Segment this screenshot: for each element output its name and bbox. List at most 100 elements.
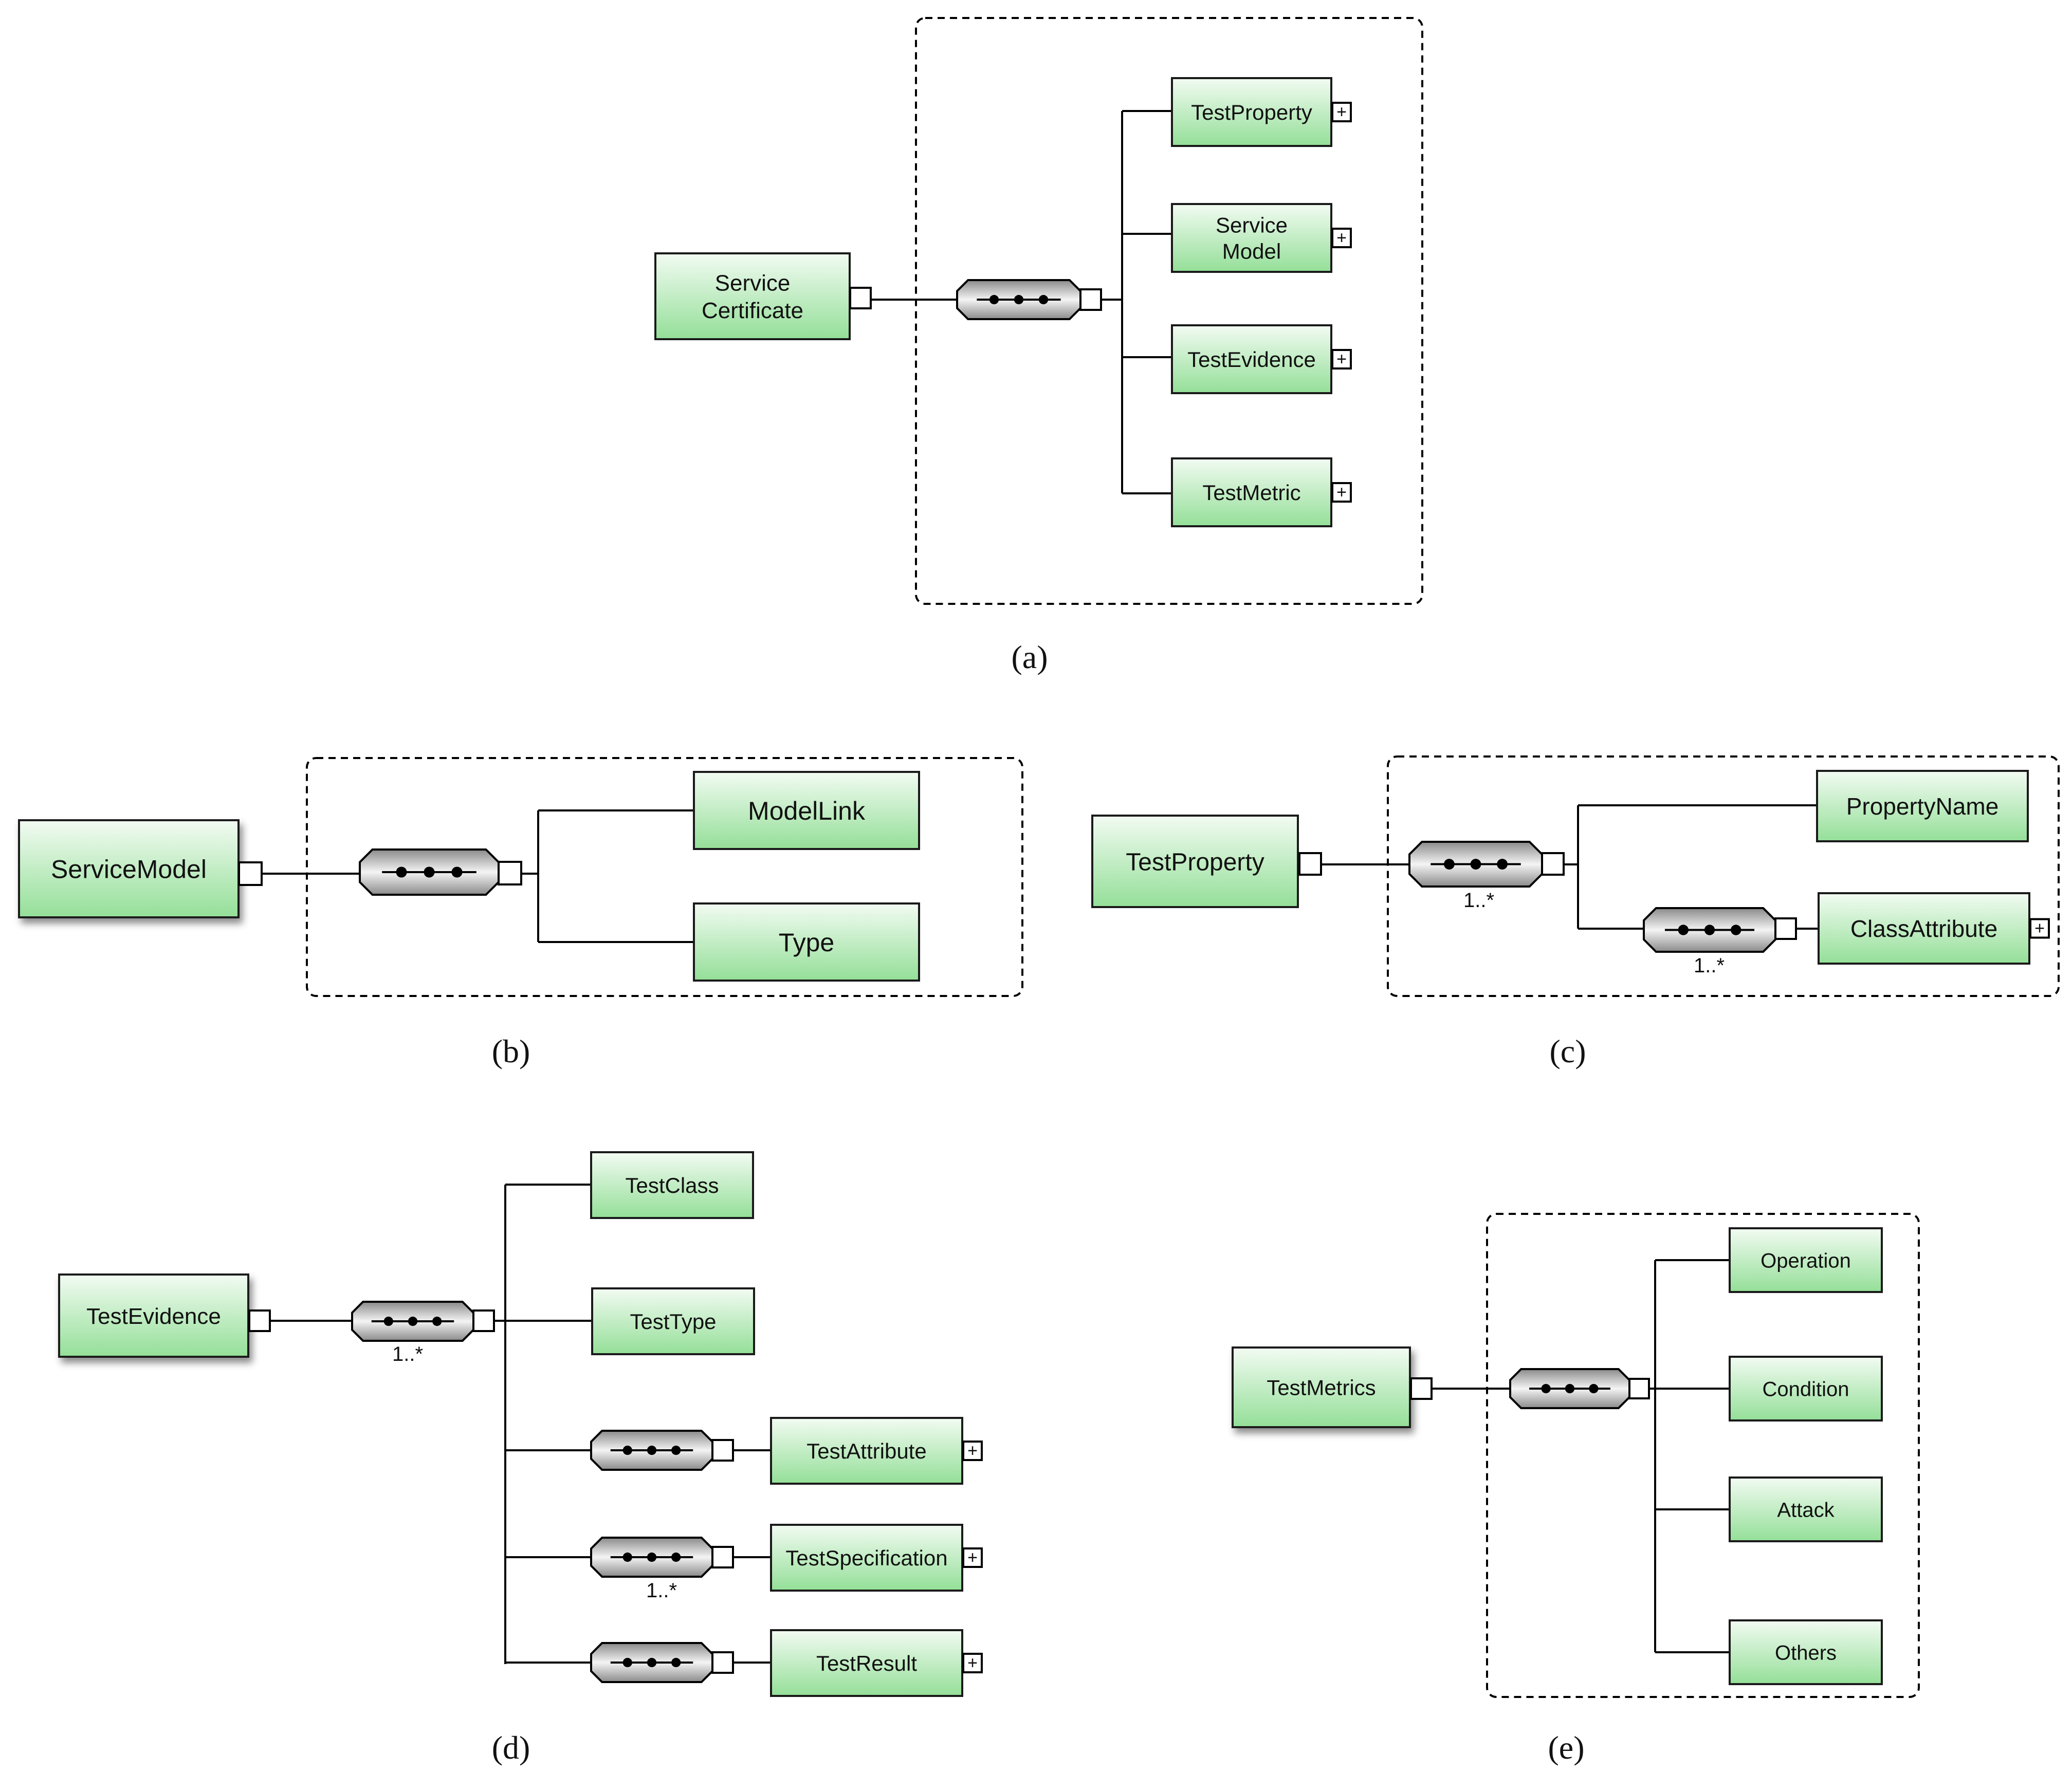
sequence-dot	[1589, 1383, 1599, 1394]
expand-icon-glyph: +	[967, 1653, 978, 1673]
expand-icon-glyph: +	[1336, 483, 1347, 502]
element-label: Certificate	[702, 298, 803, 323]
sequence-dot	[432, 1316, 442, 1326]
panel-e-child-3: Others	[1729, 1619, 1883, 1685]
expand-icon	[1331, 102, 1352, 122]
panel-c-caption: (c)	[1549, 1033, 1586, 1069]
panel-e-child-2: Attack	[1729, 1476, 1883, 1542]
sequence-dot	[383, 1316, 393, 1326]
panel-b-root-element: ServiceModel	[18, 819, 240, 918]
panel-d-child-3: TestSpecification	[770, 1524, 963, 1592]
panel-e-sequence-port	[1628, 1378, 1650, 1399]
element-box	[1729, 1227, 1883, 1293]
panel-e-root-port	[1410, 1377, 1433, 1400]
element-box	[591, 1287, 755, 1355]
sequence-dot	[424, 866, 435, 878]
element-label: Type	[779, 928, 834, 957]
panel-a-root-port	[849, 287, 872, 309]
element-box	[1729, 1476, 1883, 1542]
element-label: TestMetric	[1202, 481, 1300, 505]
panel-a-child-1: ServiceModel	[1171, 203, 1332, 273]
sequence-dot	[1014, 294, 1024, 305]
expand-icon-glyph: +	[1336, 228, 1347, 248]
panel-a-caption: (a)	[1011, 639, 1048, 675]
panel-d-child-4: TestResult	[770, 1629, 963, 1697]
panel-c-content-group	[1387, 755, 2060, 997]
expand-icon	[962, 1441, 983, 1461]
element-box	[18, 819, 240, 918]
element-label: TestClass	[625, 1173, 719, 1197]
sequence-dot	[1038, 294, 1049, 305]
panel-d-child-1: TestType	[591, 1287, 755, 1355]
expand-icon	[2029, 918, 2050, 939]
panel-d-child-0: TestClass	[590, 1151, 754, 1219]
element-box	[1232, 1346, 1411, 1428]
panel-c-child-1: ClassAttribute	[1818, 892, 2030, 965]
element-box	[770, 1417, 963, 1485]
element-label: TestSpecification	[785, 1546, 947, 1570]
element-box	[1171, 203, 1332, 273]
sequence-dot	[622, 1552, 632, 1562]
panel-e-child-0: Operation	[1729, 1227, 1883, 1293]
element-label: PropertyName	[1846, 793, 1999, 820]
sequence-dot	[408, 1316, 418, 1326]
panel-c-inner-sequence	[1643, 907, 1776, 953]
panel-d-child-2-sequence	[590, 1430, 713, 1471]
panel-b-child-0: ModelLink	[693, 771, 920, 850]
element-box	[1816, 770, 2029, 842]
sequence-dot	[989, 294, 999, 305]
element-label: Condition	[1762, 1378, 1849, 1400]
panel-d-child-2: TestAttribute	[770, 1417, 963, 1485]
expand-icon-glyph: +	[967, 1441, 978, 1461]
element-label: TestResult	[816, 1651, 917, 1675]
expand-icon	[962, 1547, 983, 1568]
expand-icon-glyph: +	[967, 1548, 978, 1567]
element-box	[1171, 457, 1332, 527]
expand-icon	[1331, 349, 1352, 370]
element-box	[770, 1524, 963, 1592]
element-label: ModelLink	[748, 797, 866, 825]
sequence-dot	[647, 1552, 657, 1562]
element-label: Attack	[1777, 1499, 1835, 1521]
sequence-dot	[622, 1657, 632, 1668]
sequence-dot	[671, 1445, 681, 1455]
expand-icon	[962, 1653, 983, 1673]
element-label: TestProperty	[1126, 848, 1264, 876]
element-label: TestType	[630, 1309, 716, 1334]
element-label: Service	[1216, 213, 1288, 237]
element-label: Model	[1222, 239, 1281, 264]
panel-d-sequence	[351, 1301, 474, 1342]
panel-c-child-0: PropertyName	[1816, 770, 2029, 842]
panel-d-root-port	[248, 1309, 271, 1332]
sequence-dot	[671, 1552, 681, 1562]
panel-a-child-0: TestProperty	[1171, 77, 1332, 147]
sequence-dot	[1678, 925, 1689, 935]
panel-c-sequence-multiplicity: 1..*	[1463, 889, 1494, 912]
element-box	[1729, 1619, 1883, 1685]
sequence-dot	[622, 1445, 632, 1455]
expand-icon-glyph: +	[2034, 919, 2045, 938]
panel-e-content-group	[1486, 1213, 1920, 1698]
panel-b-caption: (b)	[492, 1033, 530, 1069]
element-box	[693, 771, 920, 850]
panel-a-sequence-port	[1079, 288, 1102, 311]
sequence-dot	[647, 1445, 657, 1455]
panel-e-root-element: TestMetrics	[1232, 1346, 1411, 1428]
panel-b-sequence-port	[498, 861, 522, 885]
element-box	[770, 1629, 963, 1697]
sequence-dot	[1704, 925, 1715, 935]
panel-c-root-port	[1298, 852, 1322, 876]
expand-icon	[1331, 482, 1352, 503]
panel-d-child-2-sequence-port	[711, 1439, 734, 1462]
element-box	[1091, 815, 1299, 908]
panel-c-inner-sequence-multiplicity: 1..*	[1694, 954, 1725, 977]
panel-e-child-1: Condition	[1729, 1356, 1883, 1422]
element-label: Others	[1775, 1641, 1837, 1664]
element-label: TestMetrics	[1267, 1376, 1376, 1400]
sequence-dot	[396, 866, 407, 878]
panel-c-inner-sequence-port	[1774, 917, 1797, 940]
panel-d-child-4-sequence	[590, 1642, 713, 1683]
element-box	[654, 252, 851, 340]
